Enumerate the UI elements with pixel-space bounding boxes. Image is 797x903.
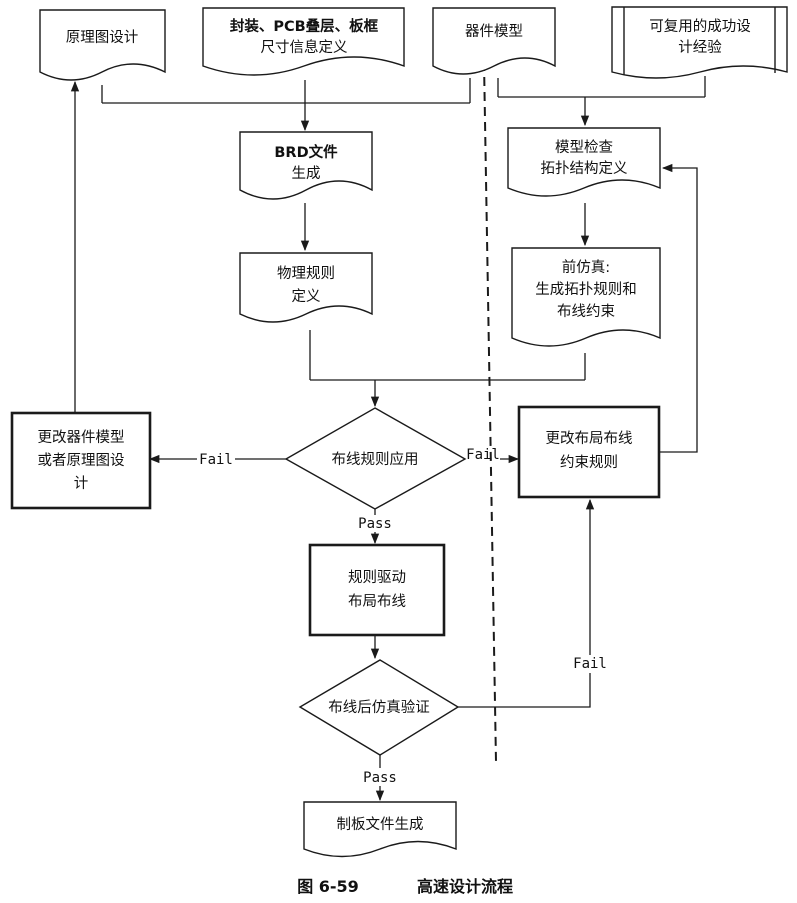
model-check-line-2: 拓扑结构定义 bbox=[541, 160, 628, 177]
svg-text:更改布局布线: 更改布局布线 bbox=[546, 430, 633, 447]
node-rule-driven-routing: 规则驱动 布局布线 bbox=[308, 543, 446, 637]
pre-simulation-line-2: 生成拓扑规则和 bbox=[535, 281, 637, 298]
svg-text:规则驱动: 规则驱动 bbox=[348, 569, 406, 586]
physical-rules-line-2: 定义 bbox=[292, 288, 321, 305]
rule-driven-routing-line-2: 布局布线 bbox=[348, 593, 406, 610]
modify-model-line-2: 或者原理图设 bbox=[38, 452, 125, 469]
svg-text:布线约束: 布线约束 bbox=[557, 303, 615, 320]
routing-rules-apply-line-1: 布线规则应用 bbox=[332, 450, 419, 468]
node-gerber-generation: 制板文件生成 bbox=[303, 801, 457, 858]
edge-verify-fail-a bbox=[458, 673, 591, 708]
node-model-check: 模型检查 拓扑结构定义 bbox=[507, 127, 661, 197]
svg-text:制板文件生成: 制板文件生成 bbox=[337, 815, 424, 833]
brd-generation-line-1: BRD文件 bbox=[274, 143, 338, 161]
svg-text:模型检查: 模型检查 bbox=[555, 139, 613, 156]
reusable-experience-line-1: 可复用的成功设 bbox=[649, 17, 751, 35]
figure-number: 图 6-59 bbox=[297, 877, 359, 896]
edge-label-fail-left: Fail bbox=[199, 452, 233, 468]
node-modify-model: 更改器件模型 或者原理图设 计 bbox=[10, 411, 152, 510]
svg-text:布局布线: 布局布线 bbox=[348, 593, 406, 610]
node-package-info: 封装、PCB叠层、板框 尺寸信息定义 bbox=[202, 7, 405, 76]
svg-text:可复用的成功设: 可复用的成功设 bbox=[649, 17, 751, 35]
node-brd-generation: BRD文件 生成 bbox=[239, 131, 373, 200]
model-check-line-1: 模型检查 bbox=[555, 139, 613, 156]
edge-constraints-to-model-check bbox=[659, 163, 698, 453]
pre-simulation-line-1: 前仿真: bbox=[562, 258, 610, 276]
post-route-verify-line-1: 布线后仿真验证 bbox=[328, 698, 430, 716]
modify-constraints-line-1: 更改布局布线 bbox=[546, 430, 633, 447]
svg-text:生成: 生成 bbox=[292, 165, 321, 182]
edges bbox=[70, 76, 706, 802]
dashed-divider bbox=[483, 61, 497, 763]
svg-text:布线后仿真验证: 布线后仿真验证 bbox=[328, 698, 430, 716]
svg-text:拓扑结构定义: 拓扑结构定义 bbox=[541, 160, 628, 177]
node-post-route-verify: 布线后仿真验证 bbox=[298, 659, 460, 756]
node-routing-rules-apply: 布线规则应用 bbox=[284, 407, 467, 510]
svg-text:计: 计 bbox=[74, 475, 89, 492]
svg-text:器件模型: 器件模型 bbox=[465, 23, 523, 40]
node-reusable-experience: 可复用的成功设 计经验 bbox=[611, 6, 788, 79]
svg-text:BRD文件: BRD文件 bbox=[274, 143, 338, 161]
svg-text:计经验: 计经验 bbox=[678, 39, 722, 56]
device-model-line-1: 器件模型 bbox=[465, 23, 523, 40]
modify-constraints-line-2: 约束规则 bbox=[560, 454, 618, 471]
edge-label-fail-up: Fail bbox=[573, 656, 607, 672]
node-device-model: 器件模型 bbox=[432, 7, 556, 75]
svg-text:更改器件模型: 更改器件模型 bbox=[38, 429, 125, 446]
schematic-design-line-1: 原理图设计 bbox=[66, 29, 139, 46]
package-info-line-2: 尺寸信息定义 bbox=[261, 39, 348, 56]
edge-label-fail-right: Fail bbox=[466, 447, 500, 463]
rule-driven-routing-line-1: 规则驱动 bbox=[348, 569, 406, 586]
node-pre-simulation: 前仿真: 生成拓扑规则和 布线约束 bbox=[511, 247, 661, 347]
pre-simulation-line-3: 布线约束 bbox=[557, 303, 615, 320]
gerber-generation-line-1: 制板文件生成 bbox=[337, 815, 424, 833]
svg-text:物理规则: 物理规则 bbox=[277, 265, 335, 282]
modify-model-line-3: 计 bbox=[74, 475, 89, 492]
svg-text:原理图设计: 原理图设计 bbox=[66, 29, 139, 46]
node-modify-constraints: 更改布局布线 约束规则 bbox=[517, 405, 661, 499]
figure-title: 高速设计流程 bbox=[417, 877, 513, 896]
svg-text:或者原理图设: 或者原理图设 bbox=[38, 452, 125, 469]
svg-text:约束规则: 约束规则 bbox=[560, 454, 618, 471]
svg-text:布线规则应用: 布线规则应用 bbox=[332, 450, 419, 468]
physical-rules-line-1: 物理规则 bbox=[277, 265, 335, 282]
node-physical-rules: 物理规则 定义 bbox=[239, 252, 373, 323]
node-schematic-design: 原理图设计 bbox=[39, 9, 166, 81]
svg-text:生成拓扑规则和: 生成拓扑规则和 bbox=[535, 281, 637, 298]
brd-generation-line-2: 生成 bbox=[292, 165, 321, 182]
package-info-line-1: 封装、PCB叠层、板框 bbox=[230, 17, 379, 35]
modify-model-line-1: 更改器件模型 bbox=[38, 429, 125, 446]
svg-text:封装、PCB叠层、板框: 封装、PCB叠层、板框 bbox=[230, 17, 379, 35]
svg-text:定义: 定义 bbox=[292, 288, 321, 305]
reusable-experience-line-2: 计经验 bbox=[678, 39, 722, 56]
edge-label-pass-2: Pass bbox=[363, 770, 397, 786]
svg-text:前仿真:: 前仿真: bbox=[562, 258, 610, 276]
edge-label-pass-1: Pass bbox=[358, 516, 392, 532]
svg-text:尺寸信息定义: 尺寸信息定义 bbox=[261, 39, 348, 56]
